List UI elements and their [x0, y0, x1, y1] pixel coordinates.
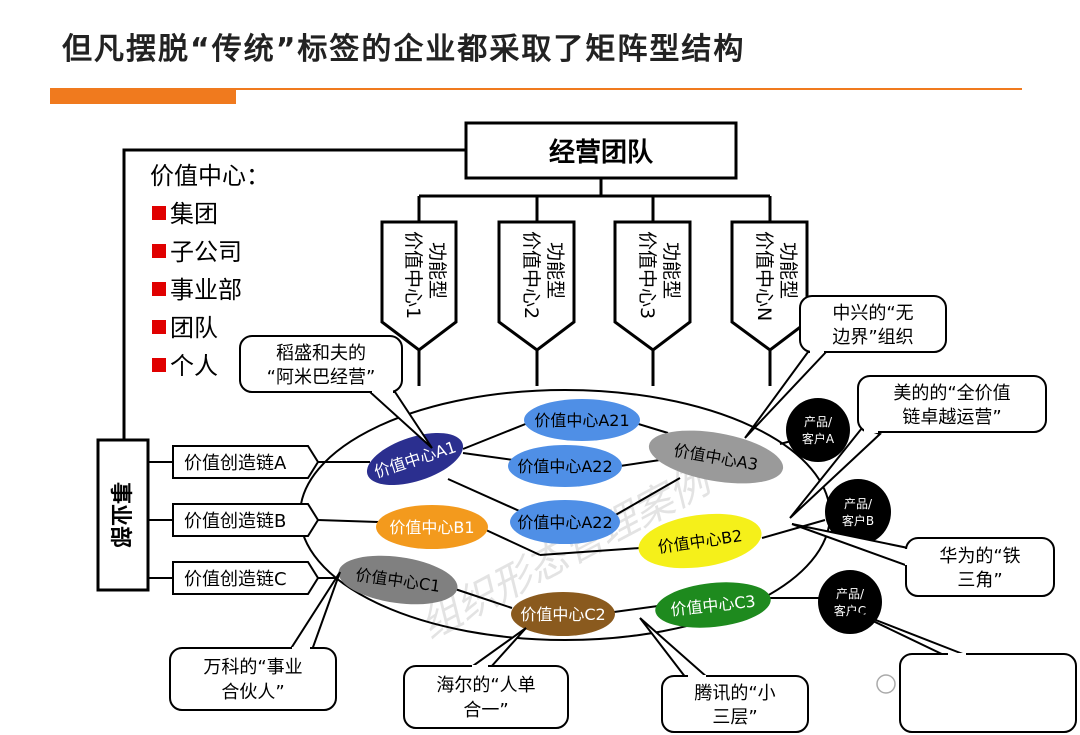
- title-accent-bar: [50, 88, 236, 104]
- legend-header: 价值中心：: [150, 162, 270, 190]
- function-n-line2: 价值中心N: [753, 231, 775, 321]
- function-1-line2: 价值中心1: [402, 231, 424, 319]
- center-c2-label: 价值中心C2: [520, 605, 605, 624]
- function-center-1: 功能型 价值中心1: [380, 220, 458, 386]
- callout-haier: 海尔的“人单 合一”: [403, 627, 569, 729]
- team-box-label: 经营团队: [549, 137, 654, 168]
- function-1-line1: 功能型: [426, 242, 448, 299]
- chain-a: 价值创造链A: [184, 453, 287, 474]
- legend-bullet: [152, 282, 166, 296]
- callout-tencent-line1: 腾讯的“小: [694, 683, 775, 704]
- callout-blank: [849, 609, 1077, 733]
- callout-tencent: 腾讯的“小 三层”: [639, 617, 809, 733]
- callout-huawei-line1: 华为的“铁: [939, 546, 1020, 567]
- page-title: 但凡摆脱“传统”标签的企业都采取了矩阵型结构: [62, 32, 746, 67]
- legend-bullet: [152, 358, 166, 372]
- customer-a-line2: 客户A: [802, 431, 835, 446]
- callout-huawei-line2: 三角”: [957, 570, 1002, 591]
- center-a22-second: 价值中心A22: [510, 500, 620, 544]
- legend-item-division: 事业部: [170, 276, 242, 304]
- center-a22-label: 价值中心A22: [517, 457, 612, 476]
- customer-c: 产品/ 客户C: [818, 570, 882, 634]
- function-3-line1: 功能型: [660, 242, 682, 299]
- center-c2: 价值中心C2: [511, 592, 615, 636]
- callout-inamori: 稻盛和夫的 “阿米巴经营”: [239, 335, 433, 449]
- function-3-line2: 价值中心3: [636, 231, 658, 319]
- center-c3: 价值中心C3: [655, 582, 771, 628]
- center-b1-label: 价值中心B1: [389, 518, 474, 537]
- function-center-3: 功能型 价值中心3: [613, 220, 692, 386]
- customer-a-line1: 产品/: [804, 415, 833, 429]
- chat-bubble-icon: [876, 674, 896, 694]
- legend-item-group: 集团: [170, 200, 218, 228]
- callout-midea-line1: 美的的“全价值: [893, 383, 1010, 404]
- function-tree-lines: [417, 178, 772, 222]
- legend: 价值中心： 集团 子公司 事业部 团队 个人: [150, 162, 270, 380]
- legend-item-team: 团队: [170, 314, 218, 342]
- team-to-division-line: [122, 148, 466, 440]
- customer-a: 产品/ 客户A: [786, 398, 850, 462]
- customer-b-line2: 客户B: [842, 513, 874, 528]
- legend-bullet: [152, 320, 166, 334]
- callout-zte-line2: 边界”组织: [832, 327, 913, 348]
- chain-b: 价值创造链B: [184, 511, 286, 532]
- customer-b: 产品/ 客户B: [825, 479, 891, 545]
- center-a22-second-label: 价值中心A22: [517, 513, 612, 532]
- division-label: 事业部: [107, 482, 133, 548]
- callout-midea: 美的的“全价值 链卓越运营”: [789, 375, 1047, 519]
- division-box: [96, 438, 150, 592]
- callout-zte: 中兴的“无 边界”组织: [744, 295, 947, 439]
- function-2-line2: 价值中心2: [520, 231, 542, 319]
- callout-tencent-line2: 三层”: [712, 707, 757, 728]
- callout-vanke-line2: 合伙人”: [221, 682, 284, 703]
- center-a3: 价值中心A3: [648, 430, 784, 484]
- callout-inamori-line2: “阿米巴经营”: [267, 367, 376, 388]
- customer-b-line1: 产品/: [844, 497, 873, 511]
- legend-item-subsidiary: 子公司: [170, 238, 242, 266]
- center-a21: 价值中心A21: [524, 399, 640, 441]
- legend-bullet: [152, 206, 166, 220]
- function-center-2: 功能型 价值中心2: [497, 220, 576, 386]
- callout-inamori-line1: 稻盛和夫的: [276, 343, 366, 364]
- center-a21-label: 价值中心A21: [534, 411, 629, 430]
- center-a22: 价值中心A22: [508, 445, 622, 487]
- customer-c-line1: 产品/: [836, 587, 865, 601]
- callout-haier-line1: 海尔的“人单: [436, 675, 535, 696]
- callout-vanke: 万科的“事业 合伙人”: [169, 571, 341, 711]
- callout-zte-line1: 中兴的“无: [832, 303, 913, 324]
- center-c1: 价值中心C1: [338, 555, 458, 605]
- callout-vanke-line1: 万科的“事业: [203, 657, 302, 678]
- function-2-line1: 功能型: [544, 242, 566, 299]
- callout-midea-line2: 链卓越运营”: [902, 407, 1001, 428]
- function-center-n: 功能型 价值中心N: [730, 220, 809, 386]
- callout-huawei: 华为的“铁 三角”: [791, 523, 1055, 597]
- legend-bullet: [152, 244, 166, 258]
- chain-lines: [317, 422, 826, 613]
- chain-arrows: [172, 445, 320, 595]
- center-b1: 价值中心B1: [376, 505, 488, 549]
- callout-haier-line2: 合一”: [463, 700, 508, 721]
- title-underline: [50, 88, 1022, 90]
- chain-c: 价值创造链C: [184, 569, 287, 590]
- function-n-line1: 功能型: [777, 242, 799, 299]
- team-box: [464, 121, 738, 180]
- center-b2: 价值中心B2: [638, 513, 762, 569]
- legend-item-individual: 个人: [170, 352, 218, 380]
